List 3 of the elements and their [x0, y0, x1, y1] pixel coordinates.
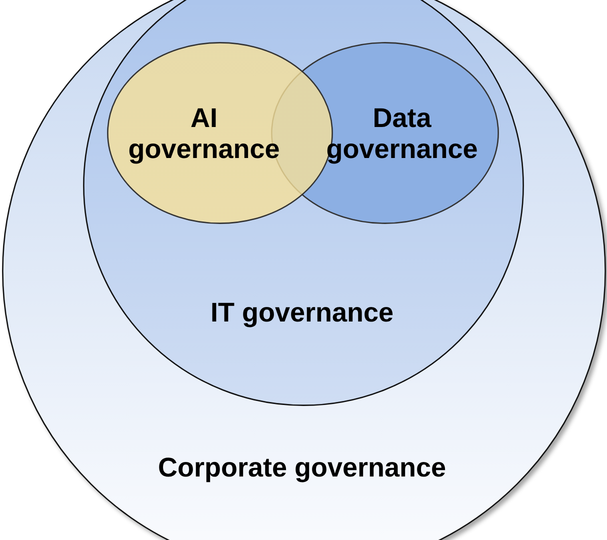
- ellipse-label: AI governance: [128, 103, 280, 165]
- circle-label: IT governance: [210, 298, 394, 328]
- circle-label: Corporate governance: [158, 452, 446, 484]
